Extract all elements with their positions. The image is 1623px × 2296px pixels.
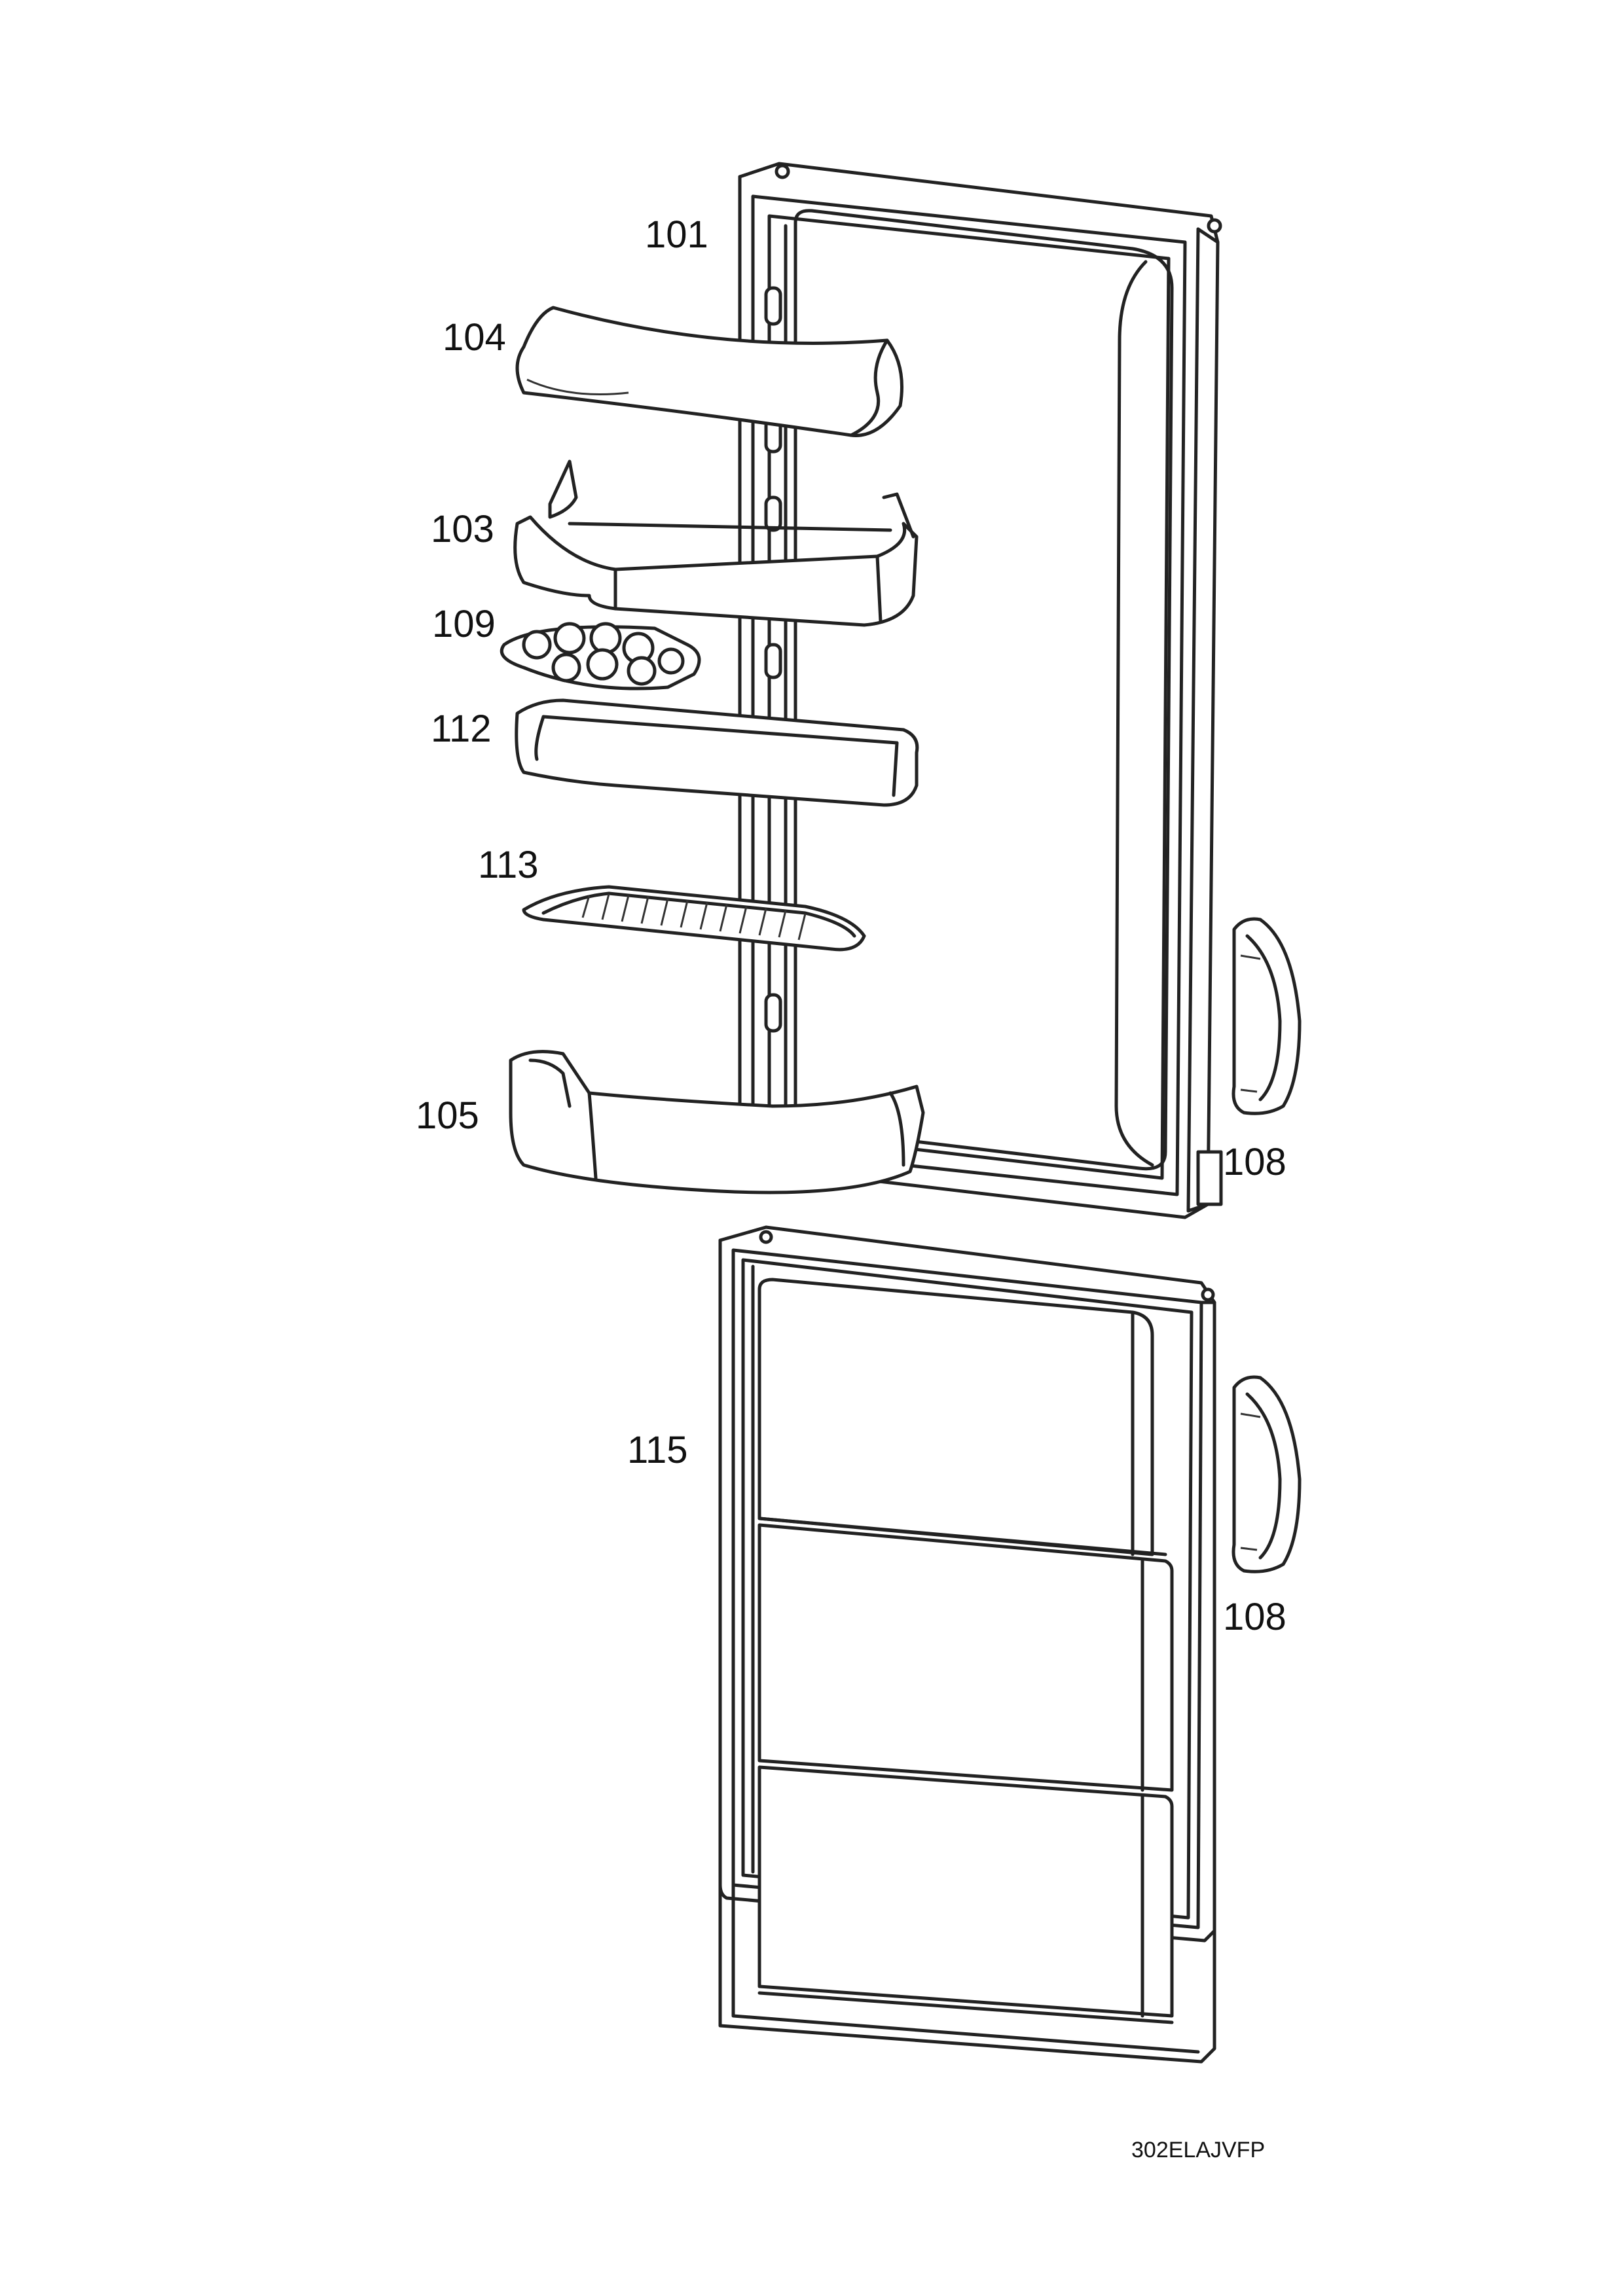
part-109-egg-tray: [500, 622, 701, 691]
label-part-103: 103: [431, 508, 494, 550]
label-part-109: 109: [432, 603, 496, 645]
part-105-bottle-shelf: [509, 1050, 925, 1194]
label-part-112: 112: [431, 708, 492, 750]
label-part-104: 104: [443, 316, 506, 359]
label-part-108-upper: 108: [1223, 1141, 1286, 1183]
part-112-door-shelf: [515, 698, 919, 807]
label-part-113: 113: [478, 844, 539, 886]
label-part-108-lower: 108: [1223, 1596, 1286, 1638]
part-108-lower-handle: [1231, 1375, 1302, 1573]
part-108-upper-handle: [1231, 917, 1302, 1115]
drawing-code: 302ELAJVFP: [1131, 2138, 1266, 2162]
label-part-105: 105: [416, 1094, 479, 1137]
label-part-115: 115: [627, 1429, 688, 1471]
label-part-101: 101: [645, 213, 708, 256]
part-103-door-shelf: [513, 459, 919, 627]
part-113-bottle-retainer: [522, 885, 866, 952]
part-104-dairy-cover: [515, 306, 903, 437]
upper-door-101: [738, 162, 1223, 1219]
lower-door-115: [718, 1225, 1216, 2064]
